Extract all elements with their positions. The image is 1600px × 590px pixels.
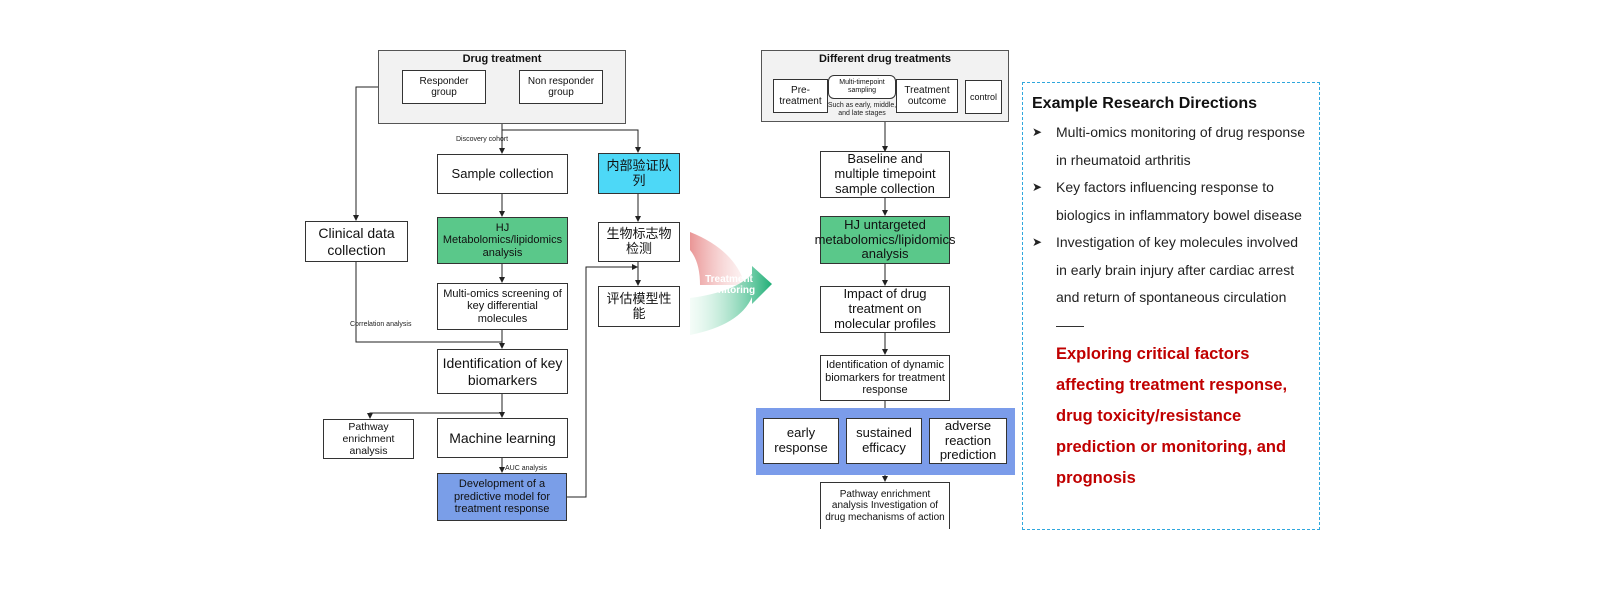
internal-validation-box: 内部验证队列 [598, 153, 680, 194]
sample-collection-box: Sample collection [437, 154, 568, 194]
responder-group-box: Responder group [402, 70, 486, 104]
hj-untargeted-box: HJ untargeted metabolomics/lipidomics an… [815, 216, 955, 264]
direction-text: Key factors influencing response to biol… [1056, 179, 1302, 223]
predictive-model-box: Development of a predictive model for tr… [437, 473, 567, 521]
treatment-arrow-green [690, 266, 772, 335]
early-response-box: early response [763, 418, 839, 464]
drug-treatment-title: Drug treatment [462, 53, 542, 65]
direction-item: ➤ Multi-omics monitoring of drug respons… [1032, 119, 1311, 174]
treatment-monitoring-label: Treatment monitoring [702, 274, 756, 296]
arrow-bullet-icon: ➤ [1032, 235, 1043, 249]
sustained-efficacy-box: sustained efficacy [846, 418, 922, 464]
non-responder-group-box: Non responder group [519, 70, 603, 104]
auc-analysis-label: AUC analysis [505, 465, 548, 472]
stages-note-label: Such as early, middle, and late stages [827, 102, 897, 117]
different-treatments-title: Different drug treatments [818, 53, 952, 65]
dynamic-biomarkers-box: Identification of dynamic biomarkers for… [820, 355, 950, 401]
example-directions-panel: Example Research Directions ➤ Multi-omic… [1022, 82, 1320, 530]
clinical-data-box: Clinical data collection [305, 221, 408, 262]
impact-drug-box: Impact of drug treatment on molecular pr… [820, 286, 950, 333]
treatment-outcome-box: Treatment outcome [896, 79, 958, 113]
pathway-enrichment-box: Pathway enrichment analysis [323, 419, 414, 459]
highlight-text: Exploring critical factors affecting tre… [1056, 345, 1288, 487]
direction-item: ➤ Key factors influencing response to bi… [1032, 174, 1311, 229]
direction-text: Multi-omics monitoring of drug response … [1056, 124, 1305, 168]
multi-omics-box: Multi-omics screening of key differentia… [437, 283, 568, 330]
machine-learning-box: Machine learning [437, 418, 568, 458]
adverse-reaction-box: adverse reaction prediction [929, 418, 1007, 464]
arrow-bullet-icon: ➤ [1032, 180, 1043, 194]
panel-title: Example Research Directions [1032, 95, 1257, 112]
direction-item: ➤ Investigation of key molecules involve… [1032, 229, 1311, 339]
baseline-collection-box: Baseline and multiple timepoint sample c… [820, 151, 950, 198]
discovery-cohort-label: Discovery cohort [456, 136, 509, 143]
multi-timepoint-sampling-box: Multi-timepoint sampling [828, 75, 896, 99]
correlation-analysis-label: Correlation analysis [350, 321, 412, 328]
pre-treatment-box: Pre-treatment [773, 79, 828, 113]
treatment-arrow-red [690, 232, 745, 285]
biomarker-detection-box: 生物标志物检测 [598, 222, 680, 262]
hj-metabolomics-box: HJ Metabolomics/lipidomics analysis [437, 217, 568, 264]
control-box: control [965, 80, 1002, 114]
arrow-bullet-icon: ➤ [1032, 125, 1043, 139]
identification-box: Identification of key biomarkers [437, 349, 568, 394]
evaluate-model-box: 评估模型性能 [598, 286, 680, 327]
direction-text: Investigation of key molecules involved … [1056, 234, 1299, 333]
pathway-mechanism-box: Pathway enrichment analysis Investigatio… [820, 482, 950, 529]
